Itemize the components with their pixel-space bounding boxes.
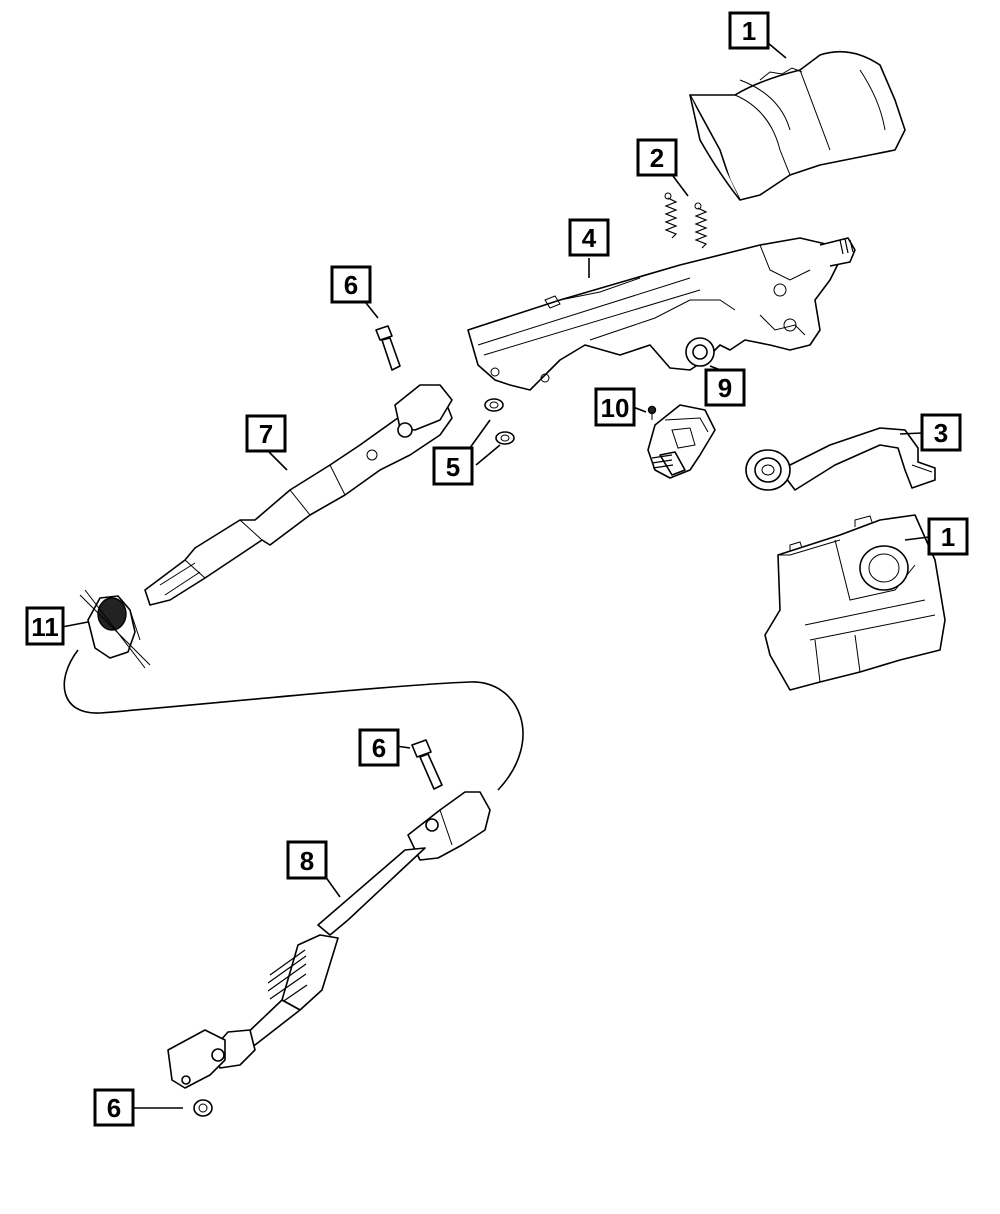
seal-boot-part (79, 589, 151, 669)
callout-3: 3 (920, 413, 962, 452)
svg-text:6: 6 (344, 270, 358, 300)
callout-10: 10 (594, 387, 636, 427)
tilt-lever-part (745, 427, 936, 491)
screw-part (647, 405, 657, 420)
nuts-part (484, 398, 515, 445)
switch-module-part (647, 404, 716, 479)
svg-text:9: 9 (718, 373, 732, 403)
callout-6-top: 6 (330, 265, 372, 304)
svg-text:10: 10 (601, 393, 630, 423)
svg-text:6: 6 (107, 1093, 121, 1123)
leader-lines (61, 42, 930, 1109)
callout-1-upper: 1 (728, 11, 770, 50)
svg-text:3: 3 (934, 418, 948, 448)
callout-6-bottom: 6 (93, 1088, 135, 1127)
svg-text:5: 5 (446, 452, 460, 482)
lower-shaft-part (167, 791, 491, 1089)
upper-shaft-part (144, 384, 453, 606)
callout-5: 5 (432, 446, 474, 486)
column-assembly-part (467, 237, 856, 391)
springs-part (664, 192, 708, 249)
bolt-top-part (375, 325, 401, 371)
callout-11: 11 (25, 606, 65, 646)
lower-shroud-part (764, 514, 946, 691)
callout-4: 4 (568, 218, 610, 257)
bolt-middle-part (411, 739, 443, 790)
svg-text:11: 11 (31, 612, 59, 642)
svg-text:6: 6 (372, 733, 386, 763)
nut-bottom-part (193, 1099, 213, 1117)
callout-2: 2 (636, 138, 678, 177)
svg-text:4: 4 (582, 223, 597, 253)
callout-9: 9 (704, 368, 746, 407)
callout-1-lower: 1 (927, 517, 969, 556)
callout-8: 8 (286, 840, 328, 880)
svg-text:7: 7 (259, 419, 273, 449)
svg-text:2: 2 (650, 143, 664, 173)
callout-7: 7 (245, 414, 287, 453)
svg-text:1: 1 (941, 522, 955, 552)
svg-text:1: 1 (742, 16, 756, 46)
upper-shroud-part (689, 50, 906, 201)
seal-location-loop (63, 649, 524, 791)
callout-6-middle: 6 (358, 728, 400, 767)
svg-text:8: 8 (300, 846, 314, 876)
